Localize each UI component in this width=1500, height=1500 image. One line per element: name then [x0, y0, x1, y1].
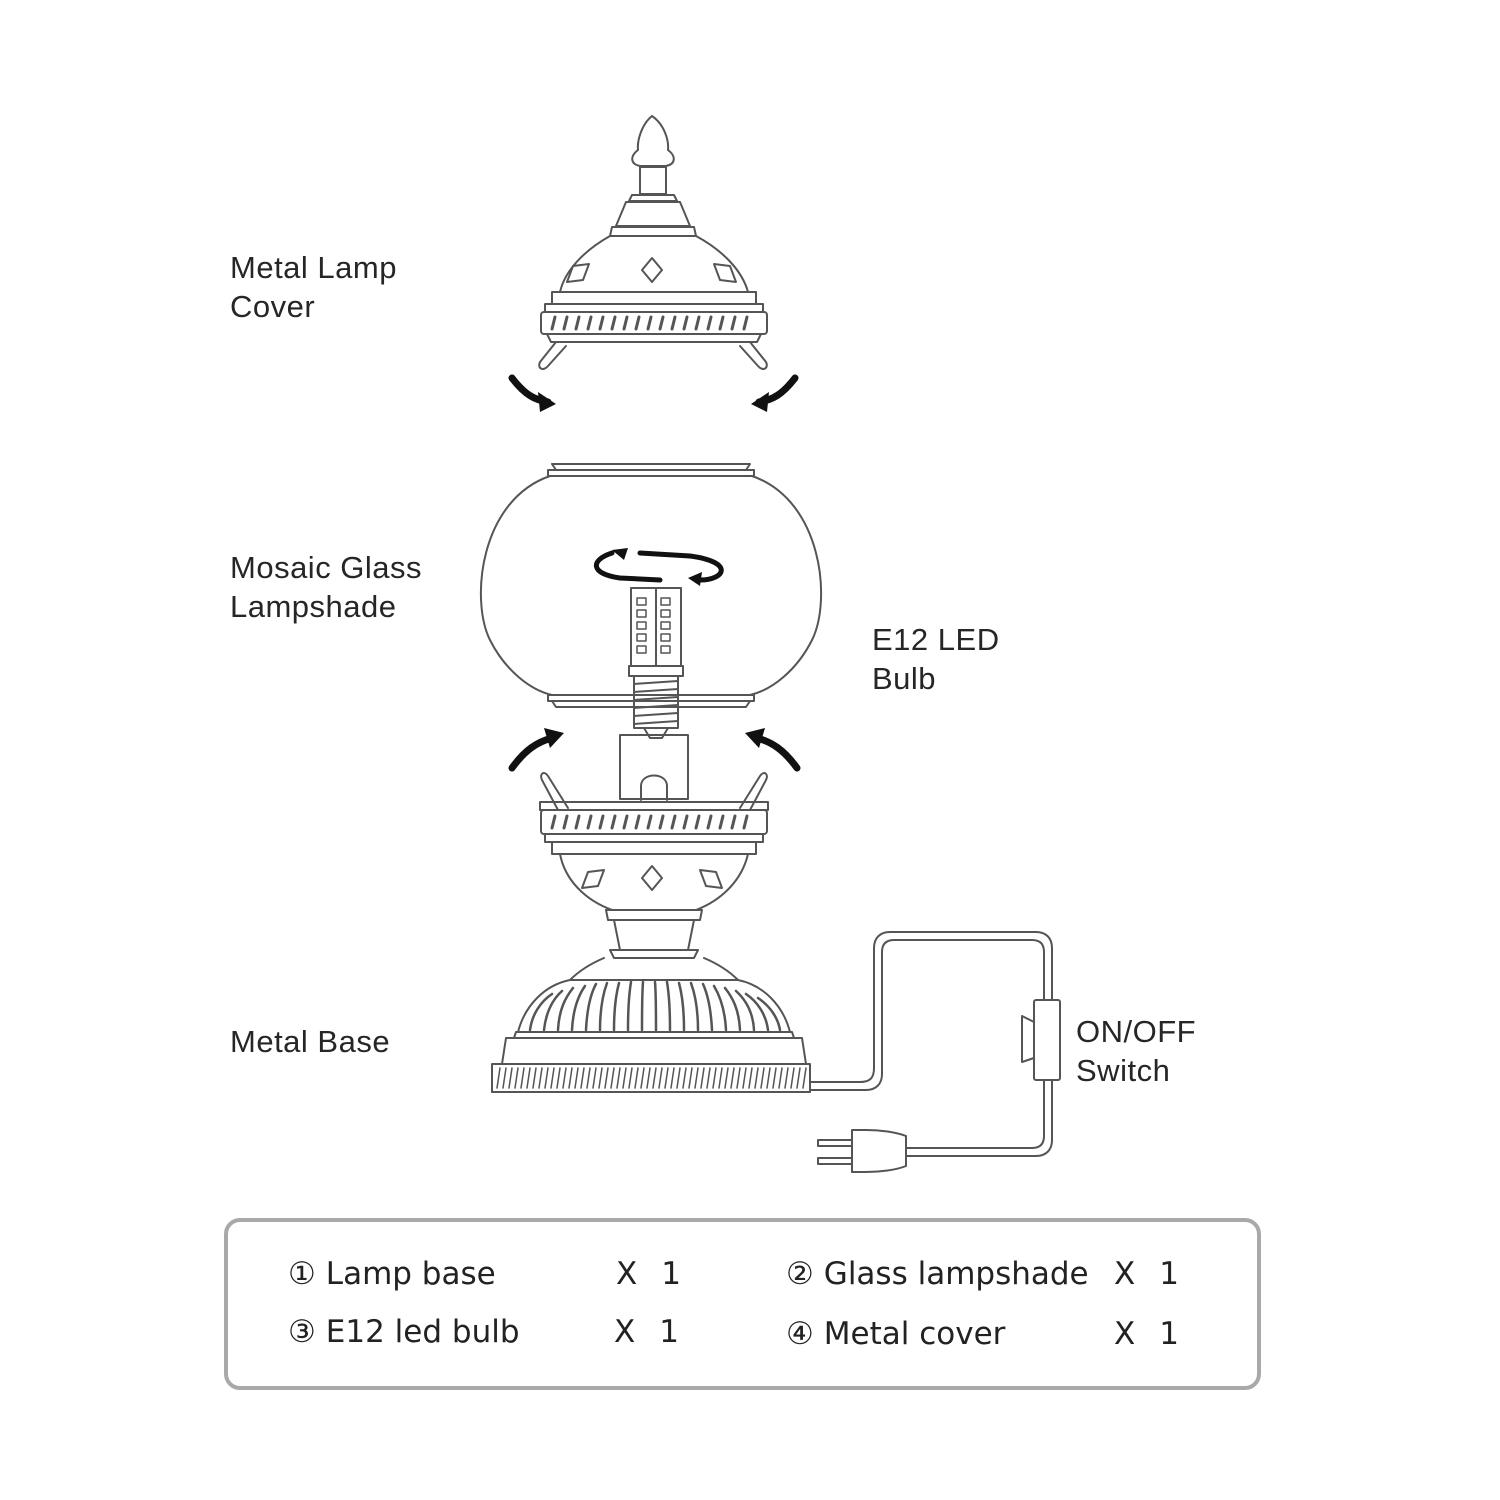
- label-e12-led-bulb: E12 LED Bulb: [872, 622, 1000, 696]
- parts-list-box: [224, 1218, 1261, 1390]
- on-off-switch-icon: [1033, 999, 1061, 1081]
- led-bulb-drawing: [628, 587, 684, 739]
- plug-icon: [851, 1129, 907, 1173]
- metal-base-drawing: [491, 734, 811, 1093]
- metal-lamp-cover-drawing: [538, 115, 768, 370]
- label-on-off-switch: ON/OFF Switch: [1076, 1014, 1197, 1088]
- cover-band-notches: [550, 315, 749, 331]
- label-metal-base: Metal Base: [230, 1024, 391, 1059]
- label-metal-lamp-cover: Metal Lamp Cover: [230, 250, 397, 324]
- top-arrows: [508, 374, 799, 406]
- label-mosaic-glass-lampshade: Mosaic Glass Lampshade: [230, 550, 423, 624]
- rotate-arrow: [593, 550, 724, 583]
- glass-lampshade-drawing: [479, 463, 823, 708]
- power-cord-drawing: [809, 931, 1061, 1173]
